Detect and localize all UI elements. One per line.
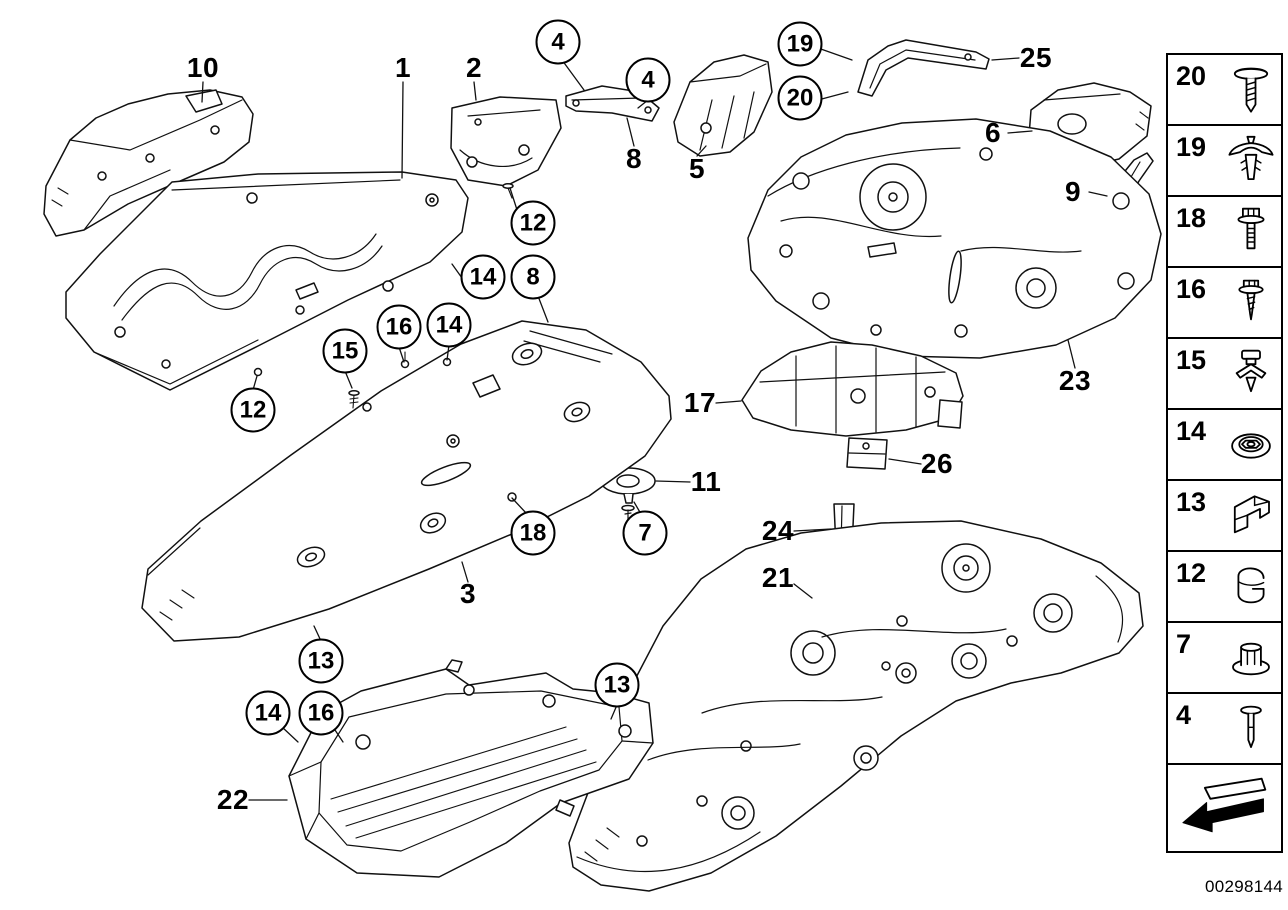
expanding-rivet-icon: [1223, 130, 1279, 194]
part-callout-18[interactable]: 18: [510, 510, 556, 556]
part-callout-14[interactable]: 14: [460, 254, 506, 300]
part-callout-8[interactable]: 8: [625, 143, 643, 174]
legend-item-4[interactable]: 4: [1166, 692, 1283, 765]
part-22-underfloor-tray: [288, 659, 654, 878]
part-callout-9[interactable]: 9: [1064, 176, 1082, 207]
speed-nut-clip-icon: [1223, 556, 1279, 620]
part-callout-17[interactable]: 17: [683, 387, 717, 418]
plastic-clip-icon: [1223, 343, 1279, 407]
part-callout-15[interactable]: 15: [322, 328, 368, 374]
part-callout-13[interactable]: 13: [298, 638, 344, 684]
part-callout-20[interactable]: 20: [777, 75, 823, 121]
fastener-legend: 20 19 18 16 15 14 13 12 7 4: [1166, 53, 1283, 853]
legend-item-19[interactable]: 19: [1166, 124, 1283, 197]
legend-item-12[interactable]: 12: [1166, 550, 1283, 623]
part-2-bracket: [450, 96, 562, 187]
part-callout-26[interactable]: 26: [920, 448, 954, 479]
forward-direction-arrow-icon: [1175, 772, 1275, 844]
part-23-rear-underbody-shield: [747, 118, 1162, 359]
legend-item-20[interactable]: 20: [1166, 53, 1283, 126]
part-callout-16[interactable]: 16: [376, 304, 422, 350]
part-callout-5[interactable]: 5: [688, 153, 706, 184]
part-callout-4[interactable]: 4: [535, 19, 581, 65]
hex-tapping-screw-icon: [1223, 272, 1279, 336]
part-callout-21[interactable]: 21: [761, 562, 795, 593]
part-callout-8[interactable]: 8: [510, 254, 556, 300]
legend-item-15[interactable]: 15: [1166, 337, 1283, 410]
part-callout-23[interactable]: 23: [1058, 365, 1092, 396]
hex-flange-bolt-icon: [1223, 201, 1279, 265]
legend-item-number: 4: [1176, 700, 1192, 730]
part-17-crossmember-bracket: [741, 341, 964, 437]
part-1-front-underfloor-shield: [65, 171, 469, 391]
diagram-id: 00298144: [1204, 877, 1283, 896]
legend-item-number: 13: [1176, 487, 1207, 517]
part-callout-7[interactable]: 7: [622, 510, 668, 556]
part-callout-11[interactable]: 11: [690, 466, 722, 497]
part-callout-4[interactable]: 4: [625, 57, 671, 103]
part-callout-22[interactable]: 22: [216, 784, 250, 815]
part-11-grommet: [600, 467, 656, 521]
part-callout-16[interactable]: 16: [298, 690, 344, 736]
part-25-bracket: [857, 39, 990, 97]
part-callout-12[interactable]: 12: [230, 387, 276, 433]
legend-item-number: 16: [1176, 274, 1207, 304]
legend-item-16[interactable]: 16: [1166, 266, 1283, 339]
part-callout-10[interactable]: 10: [186, 52, 220, 83]
part-callout-1[interactable]: 1: [394, 52, 412, 83]
part-callout-12[interactable]: 12: [510, 200, 556, 246]
washer-nut-icon: [1223, 414, 1279, 478]
direction-arrow-cell: [1166, 763, 1283, 853]
plastic-nut-icon: [1223, 627, 1279, 691]
legend-item-number: 18: [1176, 203, 1207, 233]
flat-head-screw-icon: [1223, 59, 1279, 123]
part-callout-24[interactable]: 24: [761, 515, 795, 546]
part-callout-19[interactable]: 19: [777, 21, 823, 67]
part-callout-6[interactable]: 6: [984, 117, 1002, 148]
legend-item-number: 14: [1176, 416, 1207, 446]
legend-item-7[interactable]: 7: [1166, 621, 1283, 694]
legend-item-number: 20: [1176, 61, 1207, 91]
blind-rivet-icon: [1223, 698, 1279, 762]
part-10-heat-shield: [43, 89, 254, 237]
legend-item-18[interactable]: 18: [1166, 195, 1283, 268]
cage-clip-icon: [1223, 485, 1279, 549]
small-fastener-glyphs: [253, 183, 514, 409]
part-callout-25[interactable]: 25: [1019, 42, 1053, 73]
part-callout-14[interactable]: 14: [426, 302, 472, 348]
part-21-side-underfloor-shield: [568, 520, 1144, 892]
part-3-center-underfloor-shield: [141, 320, 672, 642]
part-5-bracket: [673, 54, 773, 157]
legend-item-number: 12: [1176, 558, 1207, 588]
legend-item-number: 19: [1176, 132, 1207, 162]
part-callout-2[interactable]: 2: [465, 52, 483, 83]
legend-item-14[interactable]: 14: [1166, 408, 1283, 481]
part-callout-3[interactable]: 3: [459, 578, 477, 609]
part-callout-13[interactable]: 13: [594, 662, 640, 708]
legend-item-number: 7: [1176, 629, 1192, 659]
part-26-bracket: [846, 437, 888, 470]
part-callout-14[interactable]: 14: [245, 690, 291, 736]
legend-item-13[interactable]: 13: [1166, 479, 1283, 552]
leader-lines: [201, 47, 1108, 801]
legend-item-number: 15: [1176, 345, 1207, 375]
